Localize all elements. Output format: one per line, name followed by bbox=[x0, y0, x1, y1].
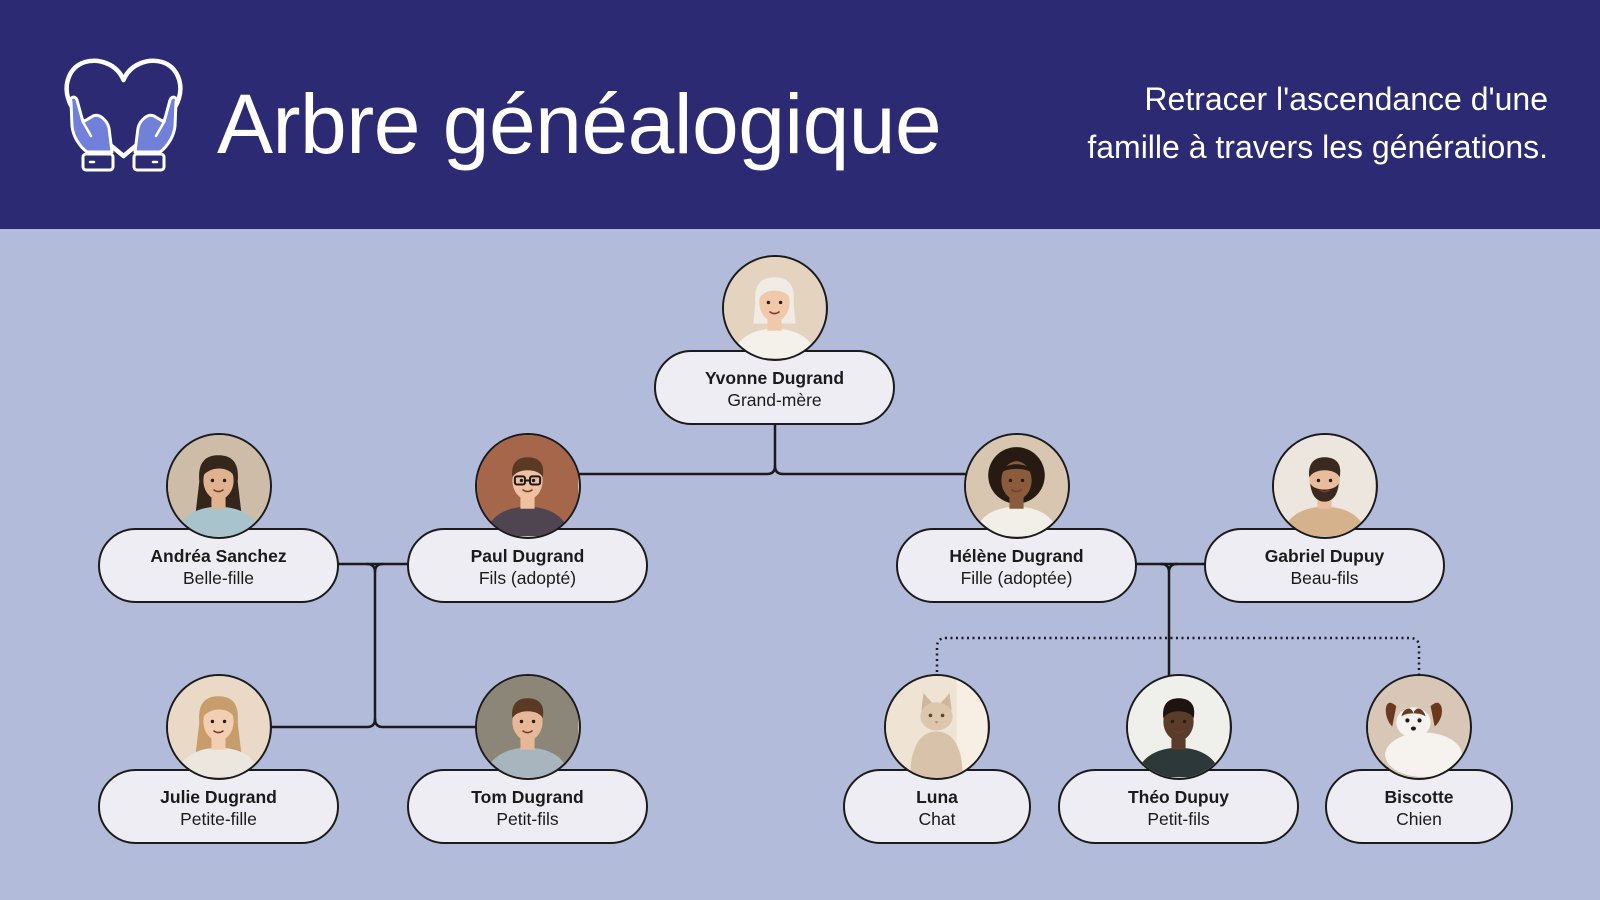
member-role: Chat bbox=[918, 808, 956, 829]
page-subtitle: Retracer l'ascendance d'une famille à tr… bbox=[1087, 75, 1548, 171]
photo-helene-dugrand bbox=[963, 433, 1070, 539]
heart-in-hands-icon bbox=[64, 58, 183, 172]
connector-andrea-paul-to-tom bbox=[373, 562, 502, 729]
left-hand bbox=[69, 95, 115, 172]
member-name: Théo Dupuy bbox=[1127, 786, 1230, 807]
right-hand bbox=[132, 95, 178, 172]
tree-connectors bbox=[248, 423, 1421, 729]
member-role: Petite-fille bbox=[180, 808, 257, 829]
photo-gabriel-dupuy bbox=[1271, 433, 1378, 539]
member-card: Yvonne Dugrand Grand-mère bbox=[654, 350, 895, 425]
member-node-tom-dugrand: Tom Dugrand Petit-fils bbox=[407, 674, 648, 844]
member-card: Théo Dupuy Petit-fils bbox=[1058, 769, 1299, 844]
portrait-illustration bbox=[167, 676, 269, 777]
member-role: Petit-fils bbox=[1147, 808, 1210, 829]
member-node-theo-dupuy: Théo Dupuy Petit-fils bbox=[1058, 674, 1299, 844]
page-title: Arbre généalogique bbox=[217, 77, 942, 171]
member-card: Luna Chat bbox=[843, 769, 1031, 844]
member-name: Julie Dugrand bbox=[160, 786, 277, 807]
member-name: Gabriel Dupuy bbox=[1264, 545, 1385, 566]
portrait-illustration bbox=[167, 435, 269, 536]
member-node-yvonne-dugrand: Yvonne Dugrand Grand-mère bbox=[654, 255, 895, 425]
member-role: Fils (adopté) bbox=[478, 567, 577, 588]
connector-yvonne-to-helene bbox=[773, 464, 987, 476]
member-role: Fille (adoptée) bbox=[960, 567, 1073, 588]
member-card: Tom Dugrand Petit-fils bbox=[407, 769, 648, 844]
member-card: Biscotte Chien bbox=[1325, 769, 1513, 844]
member-name: Luna bbox=[916, 786, 958, 807]
member-name: Tom Dugrand bbox=[471, 786, 584, 807]
member-card: Julie Dugrand Petite-fille bbox=[98, 769, 339, 844]
photo-luna-cat bbox=[884, 674, 990, 780]
member-card: Hélène Dugrand Fille (adoptée) bbox=[896, 528, 1137, 603]
dotted-connector-pets bbox=[935, 636, 1421, 694]
portrait-illustration bbox=[886, 676, 987, 777]
photo-julie-dugrand bbox=[165, 674, 272, 780]
member-node-paul-dugrand: Paul Dugrand Fils (adopté) bbox=[407, 433, 648, 603]
portrait-illustration bbox=[1273, 435, 1375, 536]
member-card: Gabriel Dupuy Beau-fils bbox=[1204, 528, 1445, 603]
member-card: Paul Dugrand Fils (adopté) bbox=[407, 528, 648, 603]
portrait-illustration bbox=[476, 676, 578, 777]
member-role: Beau-fils bbox=[1290, 567, 1359, 588]
family-tree-canvas: Yvonne Dugrand Grand-mère Andréa Sanchez… bbox=[0, 229, 1600, 900]
member-role: Chien bbox=[1396, 808, 1442, 829]
photo-theo-dupuy bbox=[1125, 674, 1232, 780]
member-card: Andréa Sanchez Belle-fille bbox=[98, 528, 339, 603]
member-node-helene-dugrand: Hélène Dugrand Fille (adoptée) bbox=[896, 433, 1137, 603]
member-name: Paul Dugrand bbox=[470, 545, 585, 566]
photo-paul-dugrand bbox=[474, 433, 581, 539]
member-name: Biscotte bbox=[1384, 786, 1454, 807]
member-node-luna: Luna Chat bbox=[843, 674, 1031, 844]
connector-helene-gabriel-to-theo bbox=[1159, 562, 1179, 696]
photo-tom-dugrand bbox=[474, 674, 581, 780]
subtitle-line: famille à travers les générations. bbox=[1087, 129, 1548, 165]
photo-andrea-sanchez bbox=[165, 433, 272, 539]
header-banner: Arbre généalogique Retracer l'ascendance… bbox=[0, 0, 1600, 229]
photo-biscotte-dog bbox=[1366, 674, 1472, 780]
member-role: Petit-fils bbox=[496, 808, 559, 829]
portrait-illustration bbox=[723, 257, 825, 358]
photo-yvonne-dugrand bbox=[721, 255, 828, 361]
portrait-illustration bbox=[1127, 676, 1229, 777]
member-role: Belle-fille bbox=[183, 567, 254, 588]
member-node-andrea-sanchez: Andréa Sanchez Belle-fille bbox=[98, 433, 339, 603]
member-name: Yvonne Dugrand bbox=[704, 367, 845, 388]
portrait-illustration bbox=[1368, 676, 1469, 777]
portrait-illustration bbox=[476, 435, 578, 536]
subtitle-line: Retracer l'ascendance d'une bbox=[1144, 81, 1548, 117]
member-node-gabriel-dupuy: Gabriel Dupuy Beau-fils bbox=[1204, 433, 1445, 603]
member-role: Grand-mère bbox=[727, 389, 822, 410]
heart-outline bbox=[64, 58, 183, 159]
member-node-julie-dugrand: Julie Dugrand Petite-fille bbox=[98, 674, 339, 844]
portrait-illustration bbox=[965, 435, 1067, 536]
member-name: Hélène Dugrand bbox=[949, 545, 1084, 566]
member-name: Andréa Sanchez bbox=[150, 545, 287, 566]
member-node-biscotte: Biscotte Chien bbox=[1325, 674, 1513, 844]
